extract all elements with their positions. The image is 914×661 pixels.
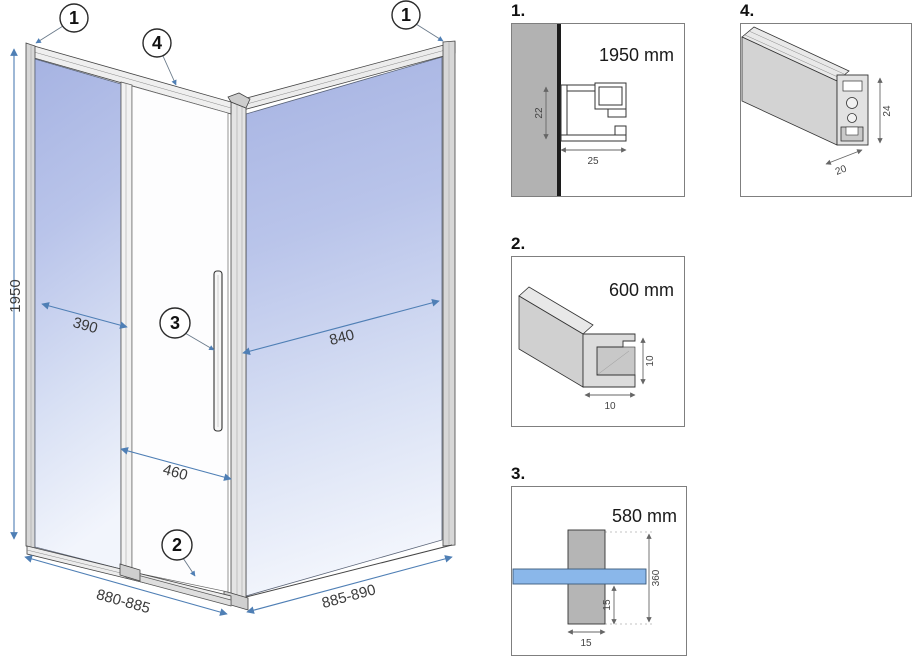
wall-edge	[557, 24, 561, 196]
u-channel-3d	[518, 286, 636, 388]
callout-2-bottom-rail-num: 2	[172, 535, 182, 555]
front-panel	[25, 42, 232, 607]
enclosure-diagram: 1950 390 460 840 880-885 885-890 1 4	[7, 0, 456, 617]
side-panel	[242, 40, 456, 598]
wall-profile-section	[560, 82, 627, 142]
callout-3-handle-num: 3	[170, 313, 180, 333]
detail-4-drawing: 24 20	[740, 23, 912, 197]
callouts: 1 4 1 3 2	[59, 0, 421, 561]
detail-3-dim-length: 360	[651, 569, 662, 586]
detail-box-2: 2. 600 mm 10 10	[511, 234, 685, 427]
detail-1-dim-width: 25	[587, 156, 599, 167]
detail-2-size-label: 600 mm	[609, 280, 674, 300]
dim-line-fixed-panel	[41, 302, 128, 329]
detail-2-drawing: 600 mm 10 10	[511, 256, 685, 427]
detail-1-label: 1.	[511, 1, 526, 20]
callout-3-handle: 3	[159, 307, 191, 339]
dim-line-door	[120, 447, 232, 481]
dim-fixed-panel-label: 390	[71, 314, 100, 337]
dimension-lines	[10, 48, 453, 616]
dim-line-side-width	[246, 555, 453, 614]
detail-3-drawing: 580 mm 360 15 15	[511, 486, 687, 656]
detail-box-3: 3. 580 mm 360 15 15	[511, 464, 687, 656]
callout-4-top-rail-num: 4	[152, 33, 162, 53]
glass-pane-section	[512, 568, 647, 585]
wall-hatch	[512, 24, 557, 196]
corner-post	[223, 92, 251, 611]
dim-line-front-width	[24, 555, 228, 616]
detail-3-dim-inset: 15	[602, 599, 613, 611]
callout-1-top-right-num: 1	[401, 5, 411, 25]
detail-4-dim-depth: 20	[834, 163, 849, 177]
dim-side-width-label: 885-890	[320, 581, 378, 612]
detail-3-size-label: 580 mm	[612, 506, 677, 526]
rail-profile-3d	[741, 26, 869, 146]
detail-1-size-label: 1950 mm	[599, 45, 674, 65]
callout-leaders	[35, 23, 444, 577]
callout-1-top-left: 1	[59, 3, 89, 33]
callout-2-bottom-rail: 2	[161, 529, 193, 561]
detail-box-1: 1. 1950 mm 22 25	[511, 1, 685, 197]
detail-4-label: 4.	[740, 1, 755, 20]
detail-2-label: 2.	[511, 234, 526, 253]
detail-4-dim-height: 24	[882, 105, 893, 117]
detail-box-4: 4. 24 20	[740, 1, 912, 197]
detail-2-dim-width: 10	[604, 401, 616, 412]
front-wall-profile	[25, 42, 36, 550]
dim-door-label: 460	[161, 461, 190, 484]
dim-line-20	[825, 149, 863, 165]
corner-post-cap	[227, 92, 251, 109]
detail-3-dim-width: 15	[580, 638, 592, 649]
callout-4-top-rail: 4	[142, 28, 172, 58]
detail-1-dim-height: 22	[534, 107, 545, 119]
dim-line-side-panel	[242, 299, 440, 355]
detail-2-dim-height: 10	[645, 355, 656, 367]
callout-1-top-right: 1	[391, 0, 421, 30]
dim-side-panel-label: 840	[328, 326, 356, 349]
dim-height-label: 1950	[7, 279, 24, 312]
detail-3-label: 3.	[511, 464, 526, 483]
callout-1-top-left-num: 1	[69, 8, 79, 28]
detail-1-drawing: 1950 mm 22 25	[511, 23, 685, 197]
